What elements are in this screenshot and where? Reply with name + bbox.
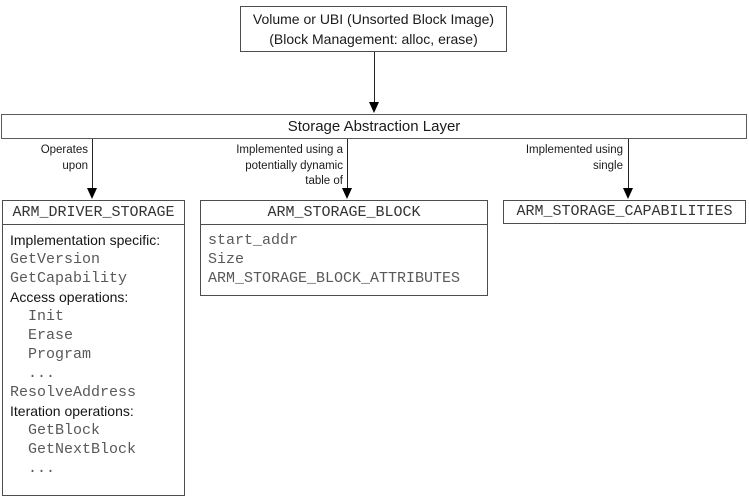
edge-label-dynamic-table: Implemented using a potentially dynamic … bbox=[228, 143, 343, 190]
edge-label-line: Implemented using bbox=[525, 144, 623, 156]
edge-label-line: potentially dynamic bbox=[245, 159, 343, 172]
arrow-down-icon bbox=[369, 102, 379, 113]
driver-line: GetCapability bbox=[10, 270, 128, 287]
arm-storage-capabilities-title: ARM_STORAGE_CAPABILITIES bbox=[516, 203, 733, 220]
block-field: Size bbox=[208, 251, 245, 268]
driver-line: Iteration operations: bbox=[10, 403, 134, 419]
arrow-down-icon bbox=[342, 188, 352, 199]
arrow-line-volume-to-sal bbox=[374, 52, 375, 104]
arm-driver-storage-body: Implementation specific: GetVersion GetC… bbox=[3, 225, 184, 478]
driver-line: GetBlock bbox=[28, 422, 101, 439]
arrow-line-sal-to-capabilities bbox=[628, 139, 629, 189]
arm-storage-block-body: start_addr Size ARM_STORAGE_BLOCK_ATTRIB… bbox=[201, 225, 487, 288]
driver-line: GetNextBlock bbox=[28, 441, 137, 458]
arm-driver-storage-title: ARM_DRIVER_STORAGE bbox=[3, 201, 184, 225]
driver-line: Erase bbox=[28, 327, 74, 344]
edge-label-line: Implemented using a bbox=[236, 144, 343, 156]
arrow-line-sal-to-driver bbox=[92, 139, 93, 189]
arrow-down-icon bbox=[87, 188, 97, 199]
arm-driver-storage-box: ARM_DRIVER_STORAGE Implementation specif… bbox=[2, 200, 185, 496]
arm-storage-block-title: ARM_STORAGE_BLOCK bbox=[201, 201, 487, 225]
volume-ubi-box: Volume or UBI (Unsorted Block Image) (Bl… bbox=[240, 6, 507, 52]
arm-storage-block-box: ARM_STORAGE_BLOCK start_addr Size ARM_ST… bbox=[200, 200, 488, 296]
driver-line: ResolveAddress bbox=[10, 384, 137, 401]
edge-label-line: table of bbox=[305, 175, 343, 187]
arm-storage-capabilities-box: ARM_STORAGE_CAPABILITIES bbox=[503, 200, 746, 224]
edge-label-line: Operates bbox=[40, 144, 88, 156]
driver-line: Access operations: bbox=[10, 289, 129, 305]
edge-label-single: Implemented using single bbox=[505, 143, 623, 174]
driver-line: Init bbox=[28, 308, 65, 325]
volume-ubi-line2: (Block Management: alloc, erase) bbox=[269, 31, 478, 47]
block-field: start_addr bbox=[208, 232, 299, 249]
driver-line: GetVersion bbox=[10, 251, 101, 268]
driver-line: Program bbox=[28, 346, 92, 363]
edge-label-line: single bbox=[592, 159, 623, 172]
edge-label-line: upon bbox=[62, 159, 88, 172]
driver-line: Implementation specific: bbox=[10, 232, 161, 248]
driver-line: ... bbox=[28, 365, 56, 382]
driver-line: ... bbox=[28, 460, 56, 477]
arrow-line-sal-to-block bbox=[347, 139, 348, 189]
edge-label-operates-upon: Operates upon bbox=[8, 143, 88, 174]
block-field: ARM_STORAGE_BLOCK_ATTRIBUTES bbox=[208, 270, 461, 287]
storage-abstraction-layer-title: Storage Abstraction Layer bbox=[287, 118, 461, 135]
arrow-down-icon bbox=[623, 188, 633, 199]
storage-abstraction-layer-box: Storage Abstraction Layer bbox=[1, 114, 747, 139]
volume-ubi-line1: Volume or UBI (Unsorted Block Image) bbox=[252, 11, 495, 27]
